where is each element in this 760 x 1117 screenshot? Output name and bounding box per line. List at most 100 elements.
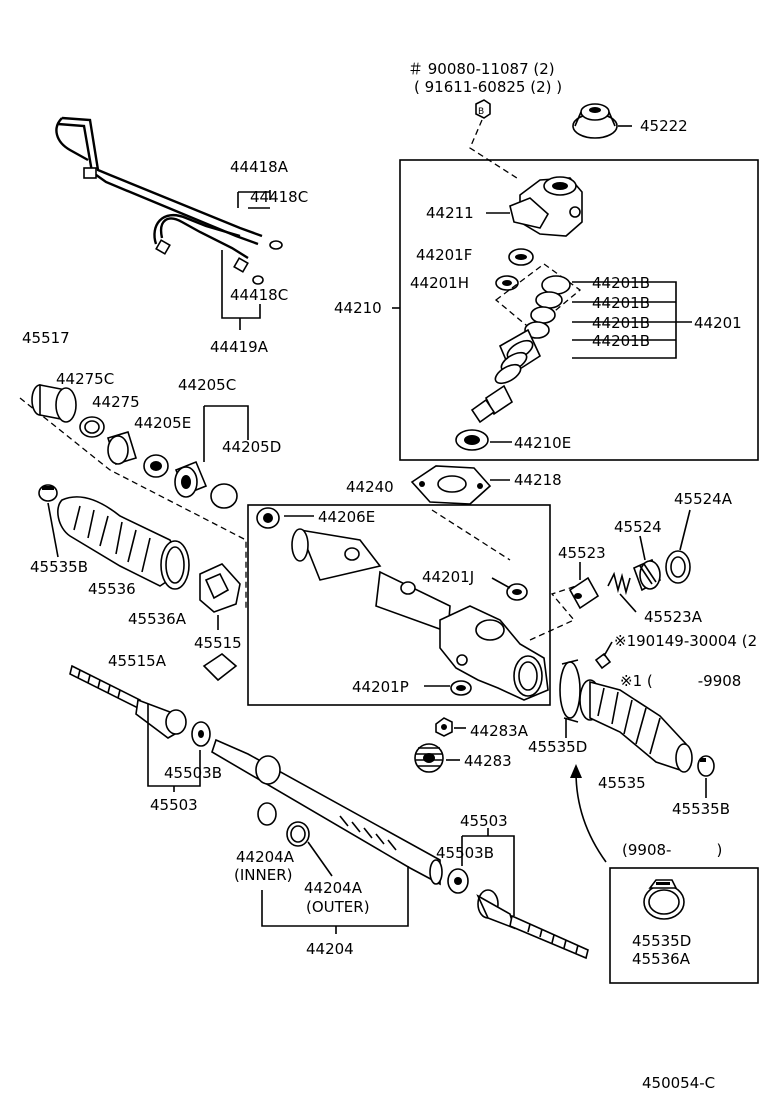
label-45535: 45535	[598, 774, 646, 792]
plug-45524-icon	[632, 558, 662, 592]
label-45524: 45524	[614, 518, 662, 536]
label-44205C: 44205C	[178, 376, 236, 394]
label-44283: 44283	[464, 752, 512, 770]
gasket-dash	[431, 509, 577, 641]
label-44240: 44240	[346, 478, 394, 496]
bush-44275-icon	[106, 431, 138, 465]
label-45503B-left: 45503B	[164, 764, 222, 782]
seal-44201J-icon	[506, 583, 528, 601]
svg-text:B: B	[478, 107, 484, 117]
leader-45503-left	[147, 704, 201, 792]
label-44201B-3: 44201B	[592, 314, 650, 332]
leader-45524A	[679, 509, 691, 551]
label-44206E: 44206E	[318, 508, 375, 526]
leader-44419A	[221, 250, 261, 330]
tie-rod-left-icon	[69, 664, 187, 739]
grommet-45515-icon	[199, 563, 241, 613]
clamp-45535B-left-icon	[38, 484, 58, 502]
label-bolt-91611: ( 91611-60825 (2) )	[414, 78, 562, 96]
label-44201: 44201	[694, 314, 742, 332]
bushing-44206E-icon	[256, 507, 280, 529]
bearing-44210E-icon	[455, 429, 489, 451]
pinion-shaft-icon	[470, 275, 571, 424]
label-45524A: 45524A	[674, 490, 733, 508]
yoke-45523-icon	[568, 576, 600, 610]
label-44418C-top: 44418C	[250, 188, 308, 206]
seal-44201P-icon	[450, 680, 472, 696]
label-45535B-right: 45535B	[672, 800, 730, 818]
label-190149: ※190149-30004 (2	[614, 632, 757, 650]
label-45523A: 45523A	[644, 608, 703, 626]
leader-44205-bracket	[203, 405, 249, 462]
label-outer: (OUTER)	[306, 898, 370, 916]
arrow-head-icon	[570, 764, 582, 778]
leader-44204A-outer	[307, 841, 333, 877]
nut-44283-icon	[414, 743, 444, 773]
label-44201F: 44201F	[416, 246, 472, 264]
label-45536: 45536	[88, 580, 136, 598]
inset-clamp-icon	[643, 879, 685, 920]
left-group-dash	[19, 397, 247, 610]
seal-group-dash	[494, 263, 582, 331]
inset-frame	[609, 867, 759, 984]
label-inset-title: (9908- )	[622, 841, 722, 859]
leader-45503-right	[461, 828, 515, 916]
label-44210E: 44210E	[514, 434, 571, 452]
label-44204A-outer: 44204A	[304, 879, 363, 897]
label-44201H: 44201H	[410, 274, 469, 292]
gear-housing-frame	[399, 159, 759, 461]
tie-rod-right-icon	[476, 889, 589, 960]
label-44418C-bottom: 44418C	[230, 286, 288, 304]
label-44201B-2: 44201B	[592, 294, 650, 312]
nut-44283A-icon	[435, 717, 453, 737]
pipe-assembly-icon	[55, 116, 283, 285]
leader-44201B-bracket	[572, 281, 692, 359]
bolt-icon: B	[475, 99, 491, 119]
label-44419A: 44419A	[210, 338, 269, 356]
nut-45524A-icon	[665, 550, 691, 584]
rack-housing-frame	[247, 504, 551, 706]
rack-housing-44240-icon	[291, 528, 549, 701]
label-44204: 44204	[306, 940, 354, 958]
label-44205E: 44205E	[134, 414, 191, 432]
spring-45523A-icon	[607, 571, 631, 596]
leader-45535B-left	[47, 502, 59, 558]
bolt-190149-icon	[594, 641, 613, 670]
clamp-45535D-icon	[559, 659, 581, 723]
boot-45535-icon	[579, 679, 693, 773]
label-45503B-right: 45503B	[436, 844, 494, 862]
label-inner: (INNER)	[234, 866, 292, 884]
label-44418A: 44418A	[230, 158, 289, 176]
label-44283A: 44283A	[470, 722, 529, 740]
label-44275C: 44275C	[56, 370, 114, 388]
label-44205D: 44205D	[222, 438, 281, 456]
cap-44205D-icon	[210, 483, 238, 509]
gear-housing-44211-icon	[509, 176, 583, 237]
label-45515A: 45515A	[108, 652, 167, 670]
plug-45515A-icon	[202, 652, 238, 682]
inset-arrow	[575, 771, 607, 863]
label-figure-id: 450054-C	[642, 1074, 715, 1092]
label-44204A-inner: 44204A	[236, 848, 295, 866]
leader-44201J	[491, 577, 511, 589]
label-44218: 44218	[514, 471, 562, 489]
leader-45524	[639, 535, 646, 561]
washer-45503B-right-icon	[447, 868, 469, 894]
leader-44418A	[237, 190, 271, 208]
label-45535B-left: 45535B	[30, 558, 88, 576]
label-44210: 44210	[334, 299, 382, 317]
boot-45536-icon	[57, 496, 190, 590]
label-45517: 45517	[22, 329, 70, 347]
label-inset-45535D: 45535D	[632, 932, 691, 950]
label-44201B-1: 44201B	[592, 274, 650, 292]
label-45222: 45222	[640, 117, 688, 135]
seal-44201H-icon	[495, 275, 519, 291]
label-bolt-90080: ＃ 90080-11087 (2)	[408, 60, 555, 78]
label-45535D: 45535D	[528, 738, 587, 756]
bush-44205C-icon	[174, 460, 208, 498]
clamp-45517-icon	[31, 384, 77, 423]
washer-45503B-left-icon	[191, 721, 211, 747]
label-45503-right: 45503	[460, 812, 508, 830]
bushing-44204A-inner-icon	[257, 802, 277, 826]
